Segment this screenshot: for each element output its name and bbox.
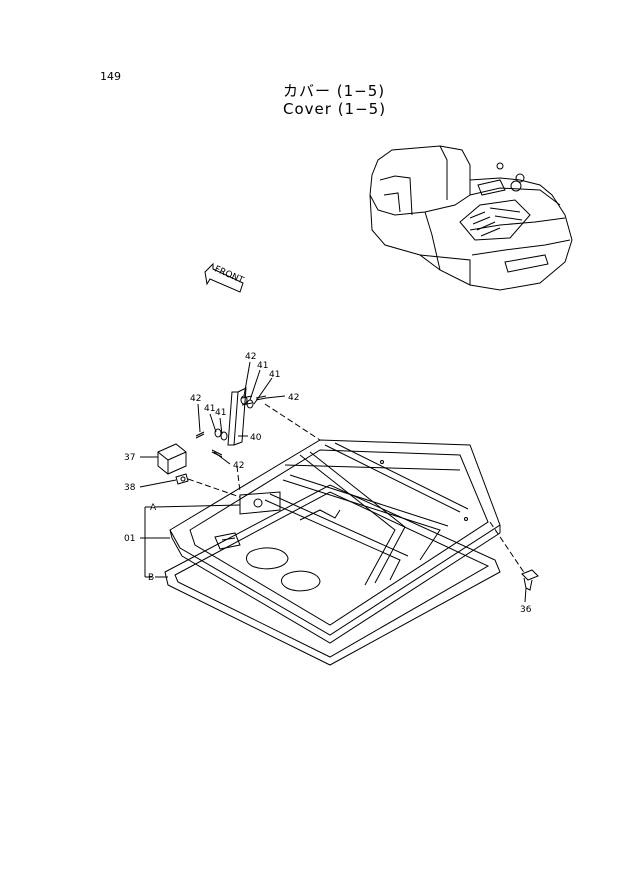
lock-bracket (195, 387, 267, 458)
lock-assembly (157, 443, 189, 485)
front-arrow-icon (204, 262, 244, 293)
callout-42: 42 (245, 352, 256, 362)
title-japanese: カバー (1−5) (283, 82, 386, 100)
callout-41: 41 (269, 370, 280, 380)
callout-40: 40 (250, 433, 262, 443)
callout-41: 41 (204, 404, 215, 414)
callout-41: 41 (257, 361, 268, 371)
callout-38: 38 (124, 483, 136, 493)
cover-seal (164, 484, 501, 666)
leader-lines (139, 361, 527, 603)
callout-42: 42 (190, 394, 201, 404)
cover-panel (169, 439, 501, 644)
bolt (521, 569, 539, 591)
excavator-key-illustration (369, 145, 573, 291)
title-english: Cover (1−5) (283, 100, 387, 118)
callout-42: 42 (288, 393, 299, 403)
callout-36: 36 (520, 605, 532, 615)
page-number: 149 (100, 70, 121, 83)
callout-01: 01 (124, 534, 135, 544)
front-label: FRONT (213, 264, 246, 286)
callout-37: 37 (124, 453, 135, 463)
callout-b: B (148, 573, 154, 583)
callout-a: A (150, 503, 157, 513)
callout-41: 41 (215, 408, 226, 418)
callout-42: 42 (233, 461, 244, 471)
